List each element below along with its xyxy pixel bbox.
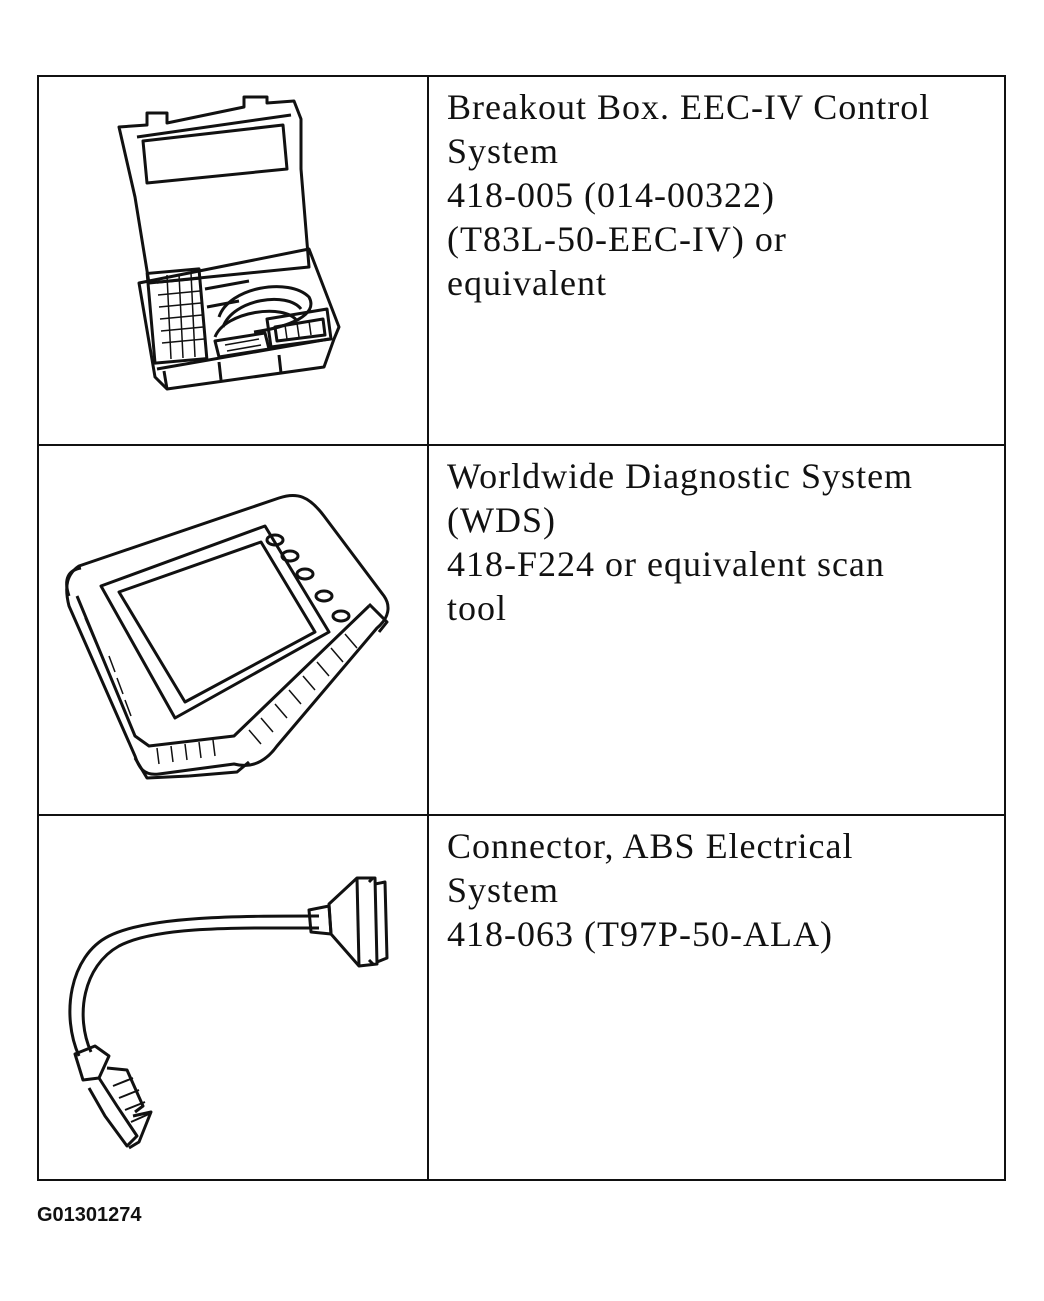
scan-tool-tablet-icon [65, 493, 390, 780]
tool-equivalent-note: tool [447, 588, 508, 628]
tool-name-line: System [447, 870, 560, 910]
tool-description-abs-connector: Connector, ABS Electrical System 418-063… [447, 824, 984, 956]
abs-connector-illustration [39, 816, 429, 1179]
tool-description-wds: Worldwide Diagnostic System (WDS) 418-F2… [447, 454, 984, 630]
tool-part-number: 418-063 (T97P-50-ALA) [447, 914, 833, 954]
tool-equivalent-note: equivalent [447, 263, 607, 303]
figure-code: G01301274 [37, 1204, 142, 1226]
tool-name-line: System [447, 131, 560, 171]
tool-part-number: (T83L-50-EEC-IV) or [447, 219, 787, 259]
tool-part-number: 418-F224 or equivalent scan [447, 544, 885, 584]
tool-row-wds: Worldwide Diagnostic System (WDS) 418-F2… [39, 446, 1004, 816]
breakout-box-illustration [39, 77, 429, 444]
cable-connector-icon [68, 876, 389, 1150]
tool-name-line: Connector, ABS Electrical [447, 826, 854, 866]
wds-illustration [39, 446, 429, 814]
special-tools-table: Breakout Box. EEC-IV Control System 418-… [37, 75, 1006, 1181]
tool-name-line: (WDS) [447, 500, 556, 540]
tool-row-breakout-box: Breakout Box. EEC-IV Control System 418-… [39, 77, 1004, 446]
breakout-box-case-icon [117, 95, 341, 391]
tool-description-breakout-box: Breakout Box. EEC-IV Control System 418-… [447, 85, 984, 305]
tool-row-abs-connector: Connector, ABS Electrical System 418-063… [39, 816, 1004, 1179]
tool-name-line: Worldwide Diagnostic System [447, 456, 914, 496]
tool-part-number: 418-005 (014-00322) [447, 175, 775, 215]
tool-name-line: Breakout Box. EEC-IV Control [447, 87, 931, 127]
